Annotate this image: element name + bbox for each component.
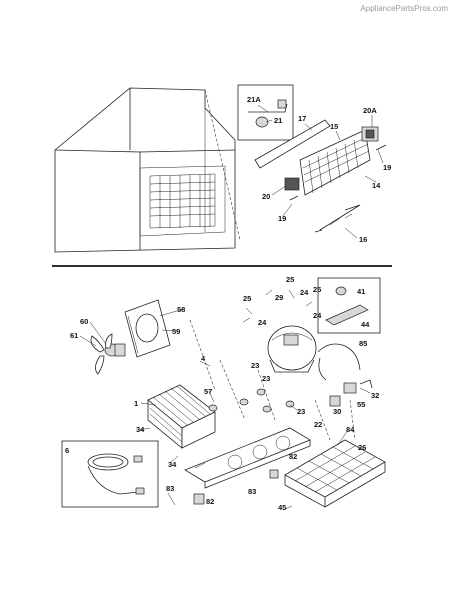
callout-label: 59: [172, 327, 180, 336]
bolts: [242, 289, 313, 323]
callout-label: 25: [286, 275, 294, 284]
callout-label: 24: [313, 311, 322, 320]
relay-overload-parts: [318, 357, 373, 407]
condenser-coil: [147, 384, 216, 449]
callout-label: 24: [300, 288, 309, 297]
callout-label: 32: [371, 391, 379, 400]
compressor: [267, 325, 317, 373]
callout-label: 23: [262, 374, 270, 383]
callout-label: 61: [70, 331, 78, 340]
callout-label: 25: [243, 294, 251, 303]
compressor-base-plate: [184, 427, 311, 489]
grommets: [208, 388, 295, 413]
callout-label: 16: [359, 235, 367, 244]
callout-label: 55: [357, 400, 365, 409]
callout-label: 26: [358, 443, 366, 452]
drain-pan: [284, 439, 386, 508]
callout-label: 15: [330, 122, 338, 131]
callout-label: 24: [258, 318, 267, 327]
cabinet-illustration: [54, 87, 241, 253]
callout-label: 17: [298, 114, 306, 123]
condenser-assembly: [254, 119, 387, 233]
power-cord-inset: [61, 440, 159, 508]
fan-shroud: [124, 299, 171, 358]
callout-label: 1: [134, 399, 138, 408]
leader-lines: [79, 104, 384, 511]
callout-label: 60: [80, 317, 88, 326]
callout-label: 6: [65, 446, 69, 455]
watermark: AppliancePartsPros.com: [360, 4, 448, 13]
callout-label: 23: [297, 407, 305, 416]
callout-label: 20: [262, 192, 270, 201]
callout-label: 34: [168, 460, 177, 469]
callout-label: 22: [314, 420, 322, 429]
callout-label: 21: [274, 116, 282, 125]
callout-label: 4: [201, 354, 206, 363]
callout-label: 30: [333, 407, 341, 416]
callout-label: 25: [313, 285, 321, 294]
callout-label: 41: [357, 287, 365, 296]
callout-label: 44: [361, 320, 370, 329]
callout-label: 14: [372, 181, 381, 190]
callout-label: 19: [383, 163, 391, 172]
callout-label: 82: [289, 452, 297, 461]
callout-label: 82: [206, 497, 214, 506]
rollers: [193, 469, 279, 505]
callout-label: 83: [166, 484, 174, 493]
callout-label: 85: [359, 339, 367, 348]
relay-cover-inset: [317, 277, 381, 334]
callout-label: 21A: [247, 95, 261, 104]
callout-label: 45: [278, 503, 286, 512]
callout-label: 29: [275, 293, 283, 302]
evaporator-clip-inset: [237, 84, 294, 141]
callout-label: 20A: [363, 106, 377, 115]
callout-label: 84: [346, 425, 355, 434]
callout-label: 83: [248, 487, 256, 496]
callout-label: 23: [251, 361, 259, 370]
callout-label: 57: [204, 387, 212, 396]
drain-tube: [317, 343, 361, 371]
fan-motor: [90, 333, 126, 375]
callout-label: 19: [278, 214, 286, 223]
